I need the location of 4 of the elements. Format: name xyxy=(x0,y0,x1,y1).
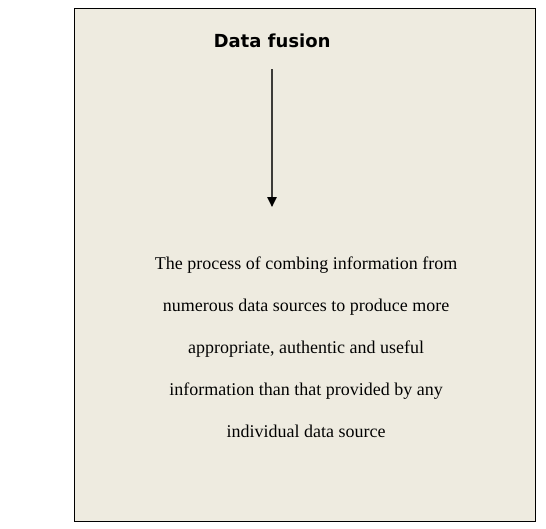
title: Data fusion xyxy=(214,31,330,52)
arrow xyxy=(267,69,277,207)
description: The process of combing information from numerous data sources to produce more appropriate, authentic and useful information than that provided by any individual data source xyxy=(154,253,458,441)
frame-box xyxy=(74,8,536,522)
